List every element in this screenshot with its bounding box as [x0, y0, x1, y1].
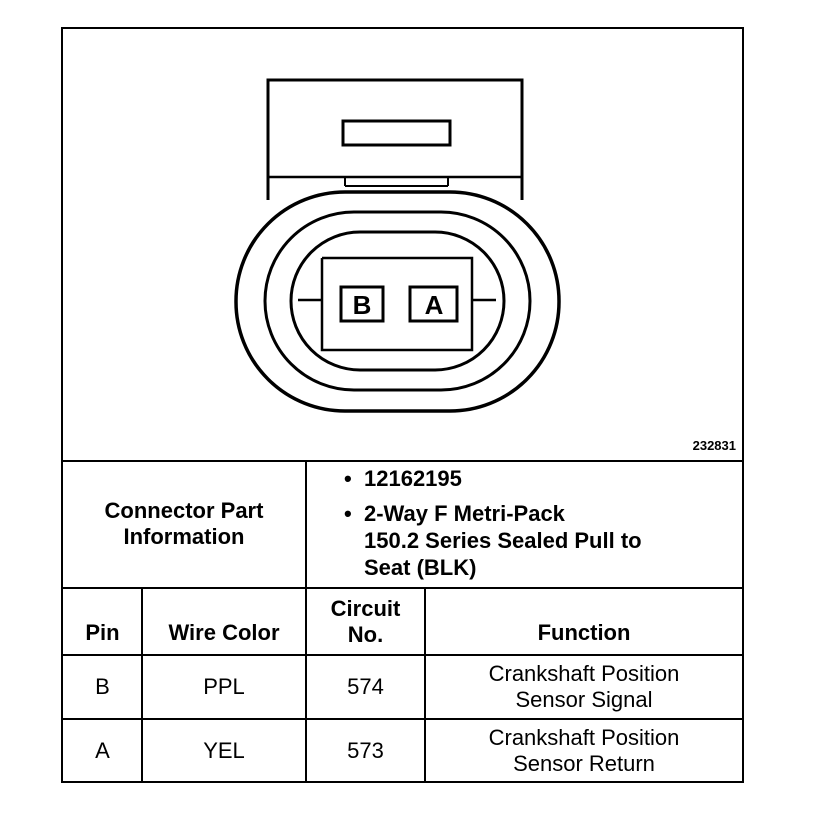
row-b-circuit: 574: [347, 674, 384, 699]
row-b-wire-color: PPL: [203, 674, 245, 699]
connector-part-number: 12162195: [336, 465, 736, 492]
connector-info-label: Connector Part Information: [104, 498, 264, 549]
divider: [141, 587, 143, 782]
row-b-function: Crankshaft Position Sensor Signal: [488, 661, 680, 712]
pin-a-box: [408, 285, 459, 323]
divider: [424, 587, 426, 782]
connector-outer-shell: [234, 190, 561, 413]
divider: [62, 587, 743, 589]
divider: [62, 460, 743, 462]
pin-a-label: A: [425, 290, 444, 320]
connector-sheet: [61, 27, 744, 783]
pin-b-box: [339, 285, 385, 323]
header-function: Function: [537, 620, 631, 645]
connector-latch-housing: [266, 78, 524, 200]
divider: [305, 460, 307, 782]
pin-b-label: B: [353, 290, 372, 320]
divider: [62, 718, 743, 720]
row-a-pin: A: [95, 738, 110, 763]
row-a-function: Crankshaft Position Sensor Return: [488, 725, 680, 776]
connector-diagram: B A: [234, 78, 561, 413]
divider: [62, 654, 743, 656]
connector-latch-slot: [341, 119, 452, 147]
connector-inner-cavity: [289, 230, 506, 372]
header-pin: Pin: [85, 620, 120, 645]
connector-info-list: 12162195 2-Way F Metri-Pack 150.2 Series…: [336, 465, 736, 581]
row-a-circuit: 573: [347, 738, 384, 763]
diagram-number: 232831: [692, 438, 736, 453]
header-circuit-no: Circuit No.: [330, 595, 401, 647]
row-a-wire-color: YEL: [203, 738, 245, 763]
header-wire-color: Wire Color: [168, 620, 280, 645]
connector-terminal-cavity: [298, 256, 496, 352]
connector-seal-ring: [263, 210, 532, 392]
connector-description: 2-Way F Metri-Pack 150.2 Series Sealed P…: [336, 500, 736, 581]
row-b-pin: B: [95, 674, 110, 699]
